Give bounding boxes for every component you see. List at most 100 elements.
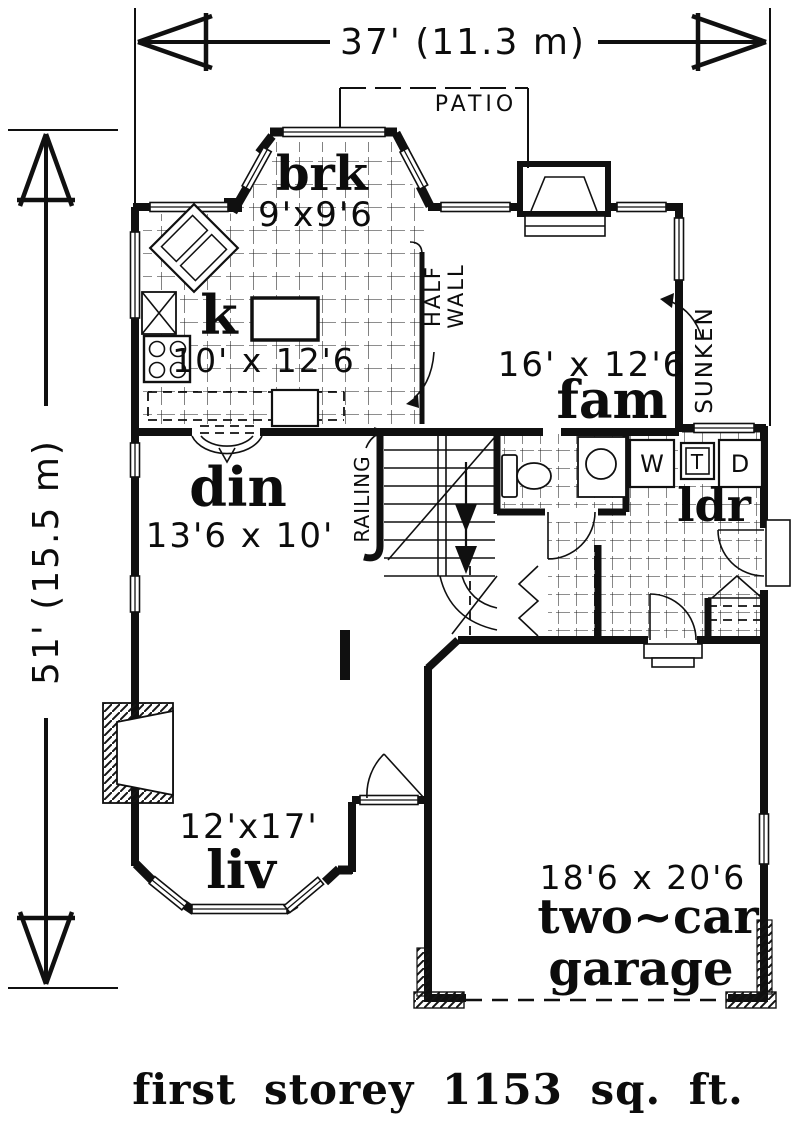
half-wall-end-curl [409, 241, 423, 255]
tub-box-inner [685, 447, 710, 475]
half-wall-label-1: HALF [421, 265, 445, 327]
labels: 37' (11.3 m) 51' (15.5 m) PATIO brk 9'x9… [26, 22, 759, 1114]
living-bay-bottom-window [191, 903, 288, 915]
family-size: 16' x 12'6 [498, 345, 687, 385]
breakfast-bay-left-window [240, 146, 273, 192]
closet-door-leaves [711, 574, 763, 599]
garage-right-pier [756, 919, 773, 995]
width-dimension-label: 37' (11.3 m) [340, 22, 586, 63]
living-fireplace [102, 702, 174, 804]
garage-step-lower [651, 657, 695, 668]
hall-closet [469, 565, 540, 640]
family-right-window [673, 217, 685, 281]
depth-dimension-label: 51' (15.5 m) [26, 439, 67, 685]
windows [129, 126, 770, 915]
arrow-right-icon [691, 13, 767, 71]
patio-label: PATIO [435, 92, 517, 117]
arrow-down-icon [17, 911, 75, 985]
living-bay-right-window [282, 876, 325, 914]
sunken-arrow-icon [660, 293, 674, 308]
entry-sidelight-window [359, 794, 419, 806]
garage-size: 18'6 x 20'6 [540, 858, 747, 897]
family-name: fam [556, 370, 667, 431]
front-entry-door [366, 753, 425, 799]
sunken-label: SUNKEN [692, 306, 718, 413]
stair-break-line [387, 437, 495, 561]
garage-name-line1: two~car [537, 889, 759, 945]
garage-front [413, 919, 777, 1009]
garage-service-door [649, 593, 697, 641]
laundry-exterior-door [717, 529, 765, 577]
kitchen-fixtures [141, 202, 345, 428]
garage-left-pier [416, 947, 431, 997]
laundry-side-closet [708, 574, 764, 621]
railing-label: RAILING [350, 455, 374, 542]
dining-size: 13'6 x 10' [146, 516, 335, 556]
railing-arrow-icon [374, 427, 385, 439]
kitchen-island [250, 296, 320, 342]
staircase [384, 432, 498, 635]
dining-name: din [189, 455, 287, 519]
garage-name-line2: garage [548, 941, 733, 997]
washer-box [628, 438, 676, 489]
powder-room-fixtures [501, 436, 627, 498]
toilet-tank [501, 454, 518, 498]
kitchen-left-window [129, 231, 141, 319]
dryer-box [717, 438, 764, 489]
kitchen-breakfast-tile-floor [143, 142, 424, 424]
stair-winders [384, 575, 498, 635]
arrow-up-icon [17, 133, 75, 207]
dimension-top [134, 8, 771, 426]
powder-room-door [547, 511, 596, 560]
plan-caption: first storey 1153 sq. ft. [132, 1065, 744, 1114]
dining-left-window-1 [129, 442, 141, 478]
laundry-name: ldr [677, 478, 752, 532]
closet-shelf-dashed [708, 605, 762, 621]
half-wall-arrow-icon [406, 395, 419, 408]
tub-label: T [690, 450, 704, 474]
garage-right-window [758, 813, 770, 865]
family-top-left-window [440, 201, 511, 213]
stove-icon [142, 334, 192, 384]
family-fireplace [517, 161, 611, 237]
stair-direction-arrows [455, 462, 477, 574]
kitchen-appliance [270, 388, 320, 428]
toilet-bowl [516, 462, 552, 490]
laundry-appliances [628, 438, 764, 489]
dining-left-window-2 [129, 575, 141, 613]
living-size: 12'x17' [179, 807, 318, 847]
arrow-left-icon [137, 13, 213, 71]
interior-walls [493, 430, 712, 640]
laundry-top-window [693, 422, 755, 434]
breakfast-bay-right-window [398, 146, 429, 191]
dimension-left [8, 129, 118, 989]
kitchen-name: k [200, 283, 239, 347]
side-entry-step [765, 519, 791, 587]
breakfast-bay-top-window [282, 126, 386, 138]
bifold-door-zigzag [517, 565, 540, 637]
kitchen-corner-sink [148, 202, 240, 294]
patio-outline [339, 87, 529, 168]
stair-center-rail [437, 432, 447, 576]
living-bay-left-window [148, 875, 189, 912]
washer-label: W [640, 450, 664, 478]
stair-treads [384, 449, 495, 559]
dryer-label: D [731, 450, 749, 478]
hall-closet-walls [594, 545, 712, 640]
garage-step [643, 643, 703, 659]
kitchen-size: 10' x 12'6 [172, 341, 356, 380]
family-top-right-window [616, 201, 667, 213]
stair-railing-wall [363, 434, 384, 562]
living-name: liv [206, 840, 278, 901]
leader-arrows [365, 293, 703, 449]
powder-room-walls [493, 430, 630, 516]
doors [191, 425, 791, 799]
sink-basin-icon [585, 448, 617, 480]
dining-arch-opening [191, 425, 263, 464]
half-wall-label-2: WALL [444, 263, 468, 328]
breakfast-size: 9'x9'6 [258, 195, 374, 235]
breakfast-name: brk [276, 146, 370, 202]
kitchen-counter-dashed [147, 391, 345, 421]
